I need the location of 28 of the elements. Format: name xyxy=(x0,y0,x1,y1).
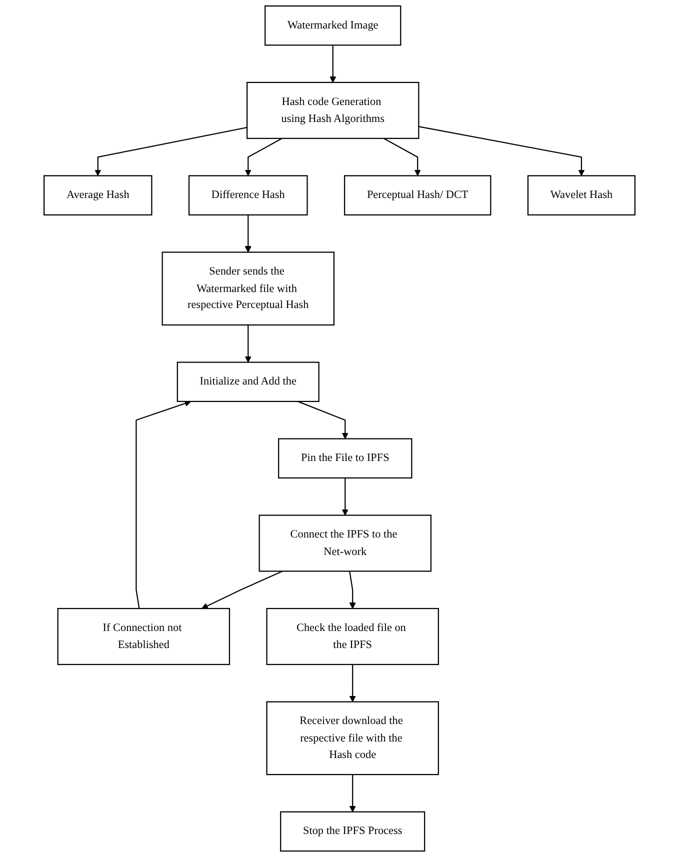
arrow xyxy=(342,478,348,516)
arrow xyxy=(349,664,356,702)
node-box: Check the loaded file on the IPFS xyxy=(266,608,439,666)
node-box: Perceptual Hash/ DCT xyxy=(344,175,492,216)
arrow xyxy=(202,570,283,609)
node-box: If Connection not Established xyxy=(57,608,230,666)
node-box: Sender sends the Watermarked file with respective Perceptual Hash xyxy=(162,252,334,326)
node-box: Connect the IPFS to the Net-work xyxy=(258,514,432,572)
arrow xyxy=(330,45,336,83)
arrow xyxy=(418,126,585,176)
arrow xyxy=(349,571,356,609)
node-box: Wavelet Hash xyxy=(527,175,636,216)
node-box: Difference Hash xyxy=(188,175,308,216)
node-box: Hash code Generation using Hash Algorithms xyxy=(246,82,420,139)
node-box: Stop the IPFS Process xyxy=(280,811,426,852)
arrow xyxy=(383,138,421,176)
arrow xyxy=(244,214,252,252)
node-box: Receiver download the respective file with the Hash code xyxy=(266,701,439,776)
arrow xyxy=(94,126,248,176)
node-box: Watermarked Image xyxy=(264,5,402,46)
arrow xyxy=(244,138,282,176)
node-box: Initialize and Add the xyxy=(176,362,320,402)
arrow xyxy=(136,400,192,609)
node-box: Average Hash xyxy=(44,175,152,216)
arrow xyxy=(349,774,356,812)
arrow xyxy=(244,324,252,363)
node-box: Pin the File to IPFS xyxy=(278,438,412,478)
arrow xyxy=(298,400,348,440)
